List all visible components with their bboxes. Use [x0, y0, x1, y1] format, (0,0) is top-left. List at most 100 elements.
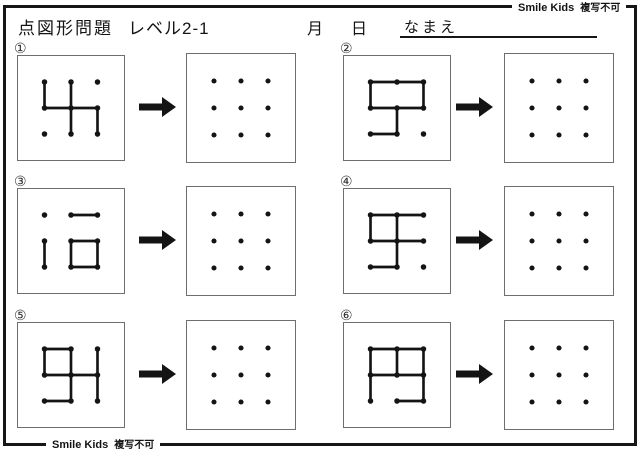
grid-dot — [529, 345, 535, 351]
arrow-shape — [456, 230, 493, 250]
answer-grid-box[interactable] — [504, 320, 614, 430]
grid-dot — [583, 372, 589, 378]
grid-dot — [529, 78, 535, 84]
grid-dot — [211, 132, 217, 138]
arrow-icon — [456, 230, 493, 250]
grid-dot — [211, 399, 217, 405]
grid-dot — [556, 372, 562, 378]
page-border — [3, 5, 637, 446]
brand-copy-notice: 複写不可 — [114, 440, 155, 451]
grid-dot — [529, 372, 535, 378]
arrow-icon — [139, 230, 176, 250]
source-figure-box — [343, 55, 451, 161]
grid-dot — [265, 265, 271, 271]
grid-dot — [211, 78, 217, 84]
grid-dot — [94, 79, 101, 85]
grid-dot — [265, 132, 271, 138]
page-title: 点図形問題 — [18, 19, 113, 38]
grid-dot — [265, 372, 271, 378]
grid-dot — [420, 264, 427, 270]
grid-dot — [211, 211, 217, 217]
grid-dot — [238, 399, 244, 405]
name-label: なまえ — [404, 19, 459, 36]
grid-dot — [238, 238, 244, 244]
grid-dot — [583, 132, 589, 138]
problem-number: ④ — [340, 173, 353, 189]
problem-number: ⑤ — [14, 307, 27, 323]
grid-dot — [583, 399, 589, 405]
answer-grid-box[interactable] — [186, 186, 296, 296]
brand-logo-text: Smile Kids — [52, 439, 109, 451]
grid-dot — [583, 78, 589, 84]
arrow-icon — [456, 97, 493, 117]
source-figure-box — [343, 188, 451, 294]
brand-top: Smile Kids 複写不可 — [512, 0, 627, 14]
grid-dot — [529, 238, 535, 244]
grid-dot — [211, 265, 217, 271]
grid-dot — [556, 211, 562, 217]
source-figure-box — [17, 322, 125, 428]
problem-number: ② — [340, 40, 353, 56]
grid-dot — [238, 78, 244, 84]
grid-dot — [211, 238, 217, 244]
arrow-icon — [139, 364, 176, 384]
grid-dot — [265, 399, 271, 405]
grid-dot — [529, 211, 535, 217]
source-figure-box — [17, 55, 125, 161]
grid-dot — [529, 132, 535, 138]
grid-dot — [556, 105, 562, 111]
grid-dot — [556, 78, 562, 84]
grid-dot — [238, 105, 244, 111]
grid-dot — [529, 399, 535, 405]
grid-dot — [583, 345, 589, 351]
grid-dot — [583, 105, 589, 111]
grid-dot — [238, 372, 244, 378]
brand-copy-notice: 複写不可 — [580, 3, 621, 14]
source-figure-box — [17, 188, 125, 294]
arrow-shape — [456, 97, 493, 117]
grid-dot — [238, 132, 244, 138]
brand-bottom: Smile Kids 複写不可 — [46, 437, 161, 451]
grid-dot — [556, 345, 562, 351]
grid-dot — [556, 399, 562, 405]
grid-dot — [265, 78, 271, 84]
arrow-shape — [139, 97, 176, 117]
arrow-icon — [139, 97, 176, 117]
answer-grid-box[interactable] — [186, 320, 296, 430]
problem-number: ⑥ — [340, 307, 353, 323]
answer-grid-box[interactable] — [504, 53, 614, 163]
grid-dot — [265, 105, 271, 111]
answer-grid-box[interactable] — [504, 186, 614, 296]
arrow-shape — [139, 364, 176, 384]
grid-dot — [556, 238, 562, 244]
grid-dot — [238, 211, 244, 217]
arrow-shape — [139, 230, 176, 250]
grid-dot — [211, 345, 217, 351]
brand-logo-text: Smile Kids — [518, 2, 575, 14]
answer-grid-box[interactable] — [186, 53, 296, 163]
grid-dot — [420, 131, 427, 137]
day-label: 日 — [351, 21, 368, 38]
grid-dot — [265, 211, 271, 217]
grid-dot — [583, 265, 589, 271]
level-label: レベル2-1 — [128, 19, 210, 38]
grid-dot — [41, 212, 48, 218]
grid-dot — [265, 238, 271, 244]
grid-dot — [238, 265, 244, 271]
arrow-shape — [456, 364, 493, 384]
arrow-icon — [456, 364, 493, 384]
grid-dot — [211, 372, 217, 378]
grid-dot — [556, 132, 562, 138]
month-label: 月 — [307, 21, 324, 38]
name-input-line[interactable] — [400, 36, 597, 38]
grid-dot — [41, 131, 48, 137]
grid-dot — [211, 105, 217, 111]
grid-dot — [556, 265, 562, 271]
problem-number: ① — [14, 40, 27, 56]
grid-dot — [238, 345, 244, 351]
grid-dot — [265, 345, 271, 351]
grid-dot — [583, 238, 589, 244]
grid-dot — [529, 265, 535, 271]
